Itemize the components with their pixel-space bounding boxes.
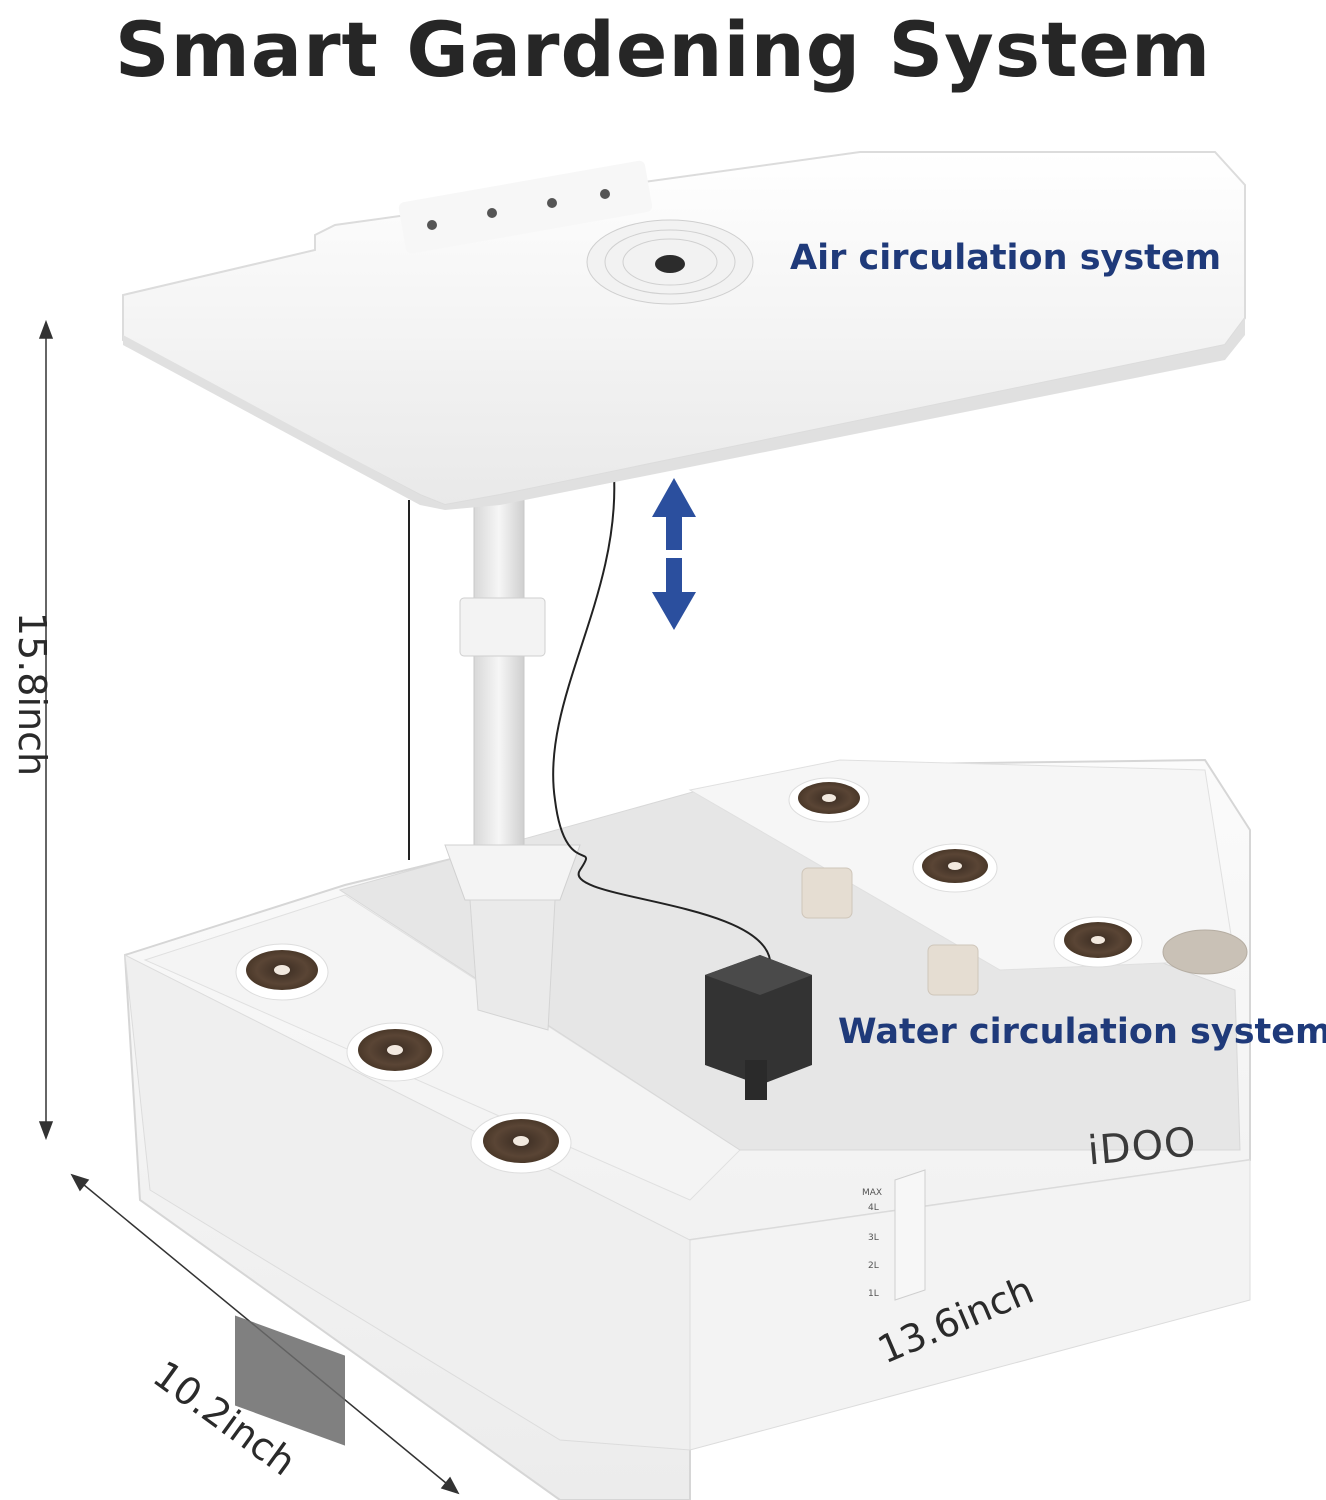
page-title: Smart Gardening System	[114, 5, 1212, 94]
seed-pod	[1053, 916, 1143, 968]
lamp-panel	[122, 151, 1246, 510]
water-level-gauge: MAX 4L 3L 2L 1L	[862, 1169, 926, 1301]
water-circulation-label: Water circulation system	[838, 1012, 1326, 1052]
air-fan	[586, 219, 754, 305]
gauge-mark: 4L	[868, 1203, 879, 1213]
seed-pod	[788, 777, 870, 823]
gauge-mark: 3L	[868, 1233, 879, 1243]
height-dimension-line	[38, 319, 54, 1141]
air-circulation-label: Air circulation system	[790, 238, 1222, 278]
base-tray	[123, 758, 1251, 1500]
seed-pod	[346, 1022, 444, 1082]
water-fill-cap	[1162, 929, 1248, 975]
brand-logo: iDOO	[1086, 1119, 1198, 1174]
gauge-mark: 2L	[868, 1261, 879, 1271]
height-dimension-label: 15.8inch	[10, 611, 54, 777]
grow-pods	[235, 777, 1143, 1174]
lamp-pole	[444, 494, 581, 1031]
water-pump	[705, 955, 812, 1100]
seed-pod	[235, 943, 329, 1001]
gauge-max-label: MAX	[862, 1188, 882, 1198]
seed-pod	[912, 843, 998, 893]
pump-cable	[552, 474, 771, 961]
seed-pod	[470, 1112, 572, 1174]
gauge-mark: 1L	[868, 1289, 879, 1299]
height-adjust-arrow	[652, 478, 696, 630]
